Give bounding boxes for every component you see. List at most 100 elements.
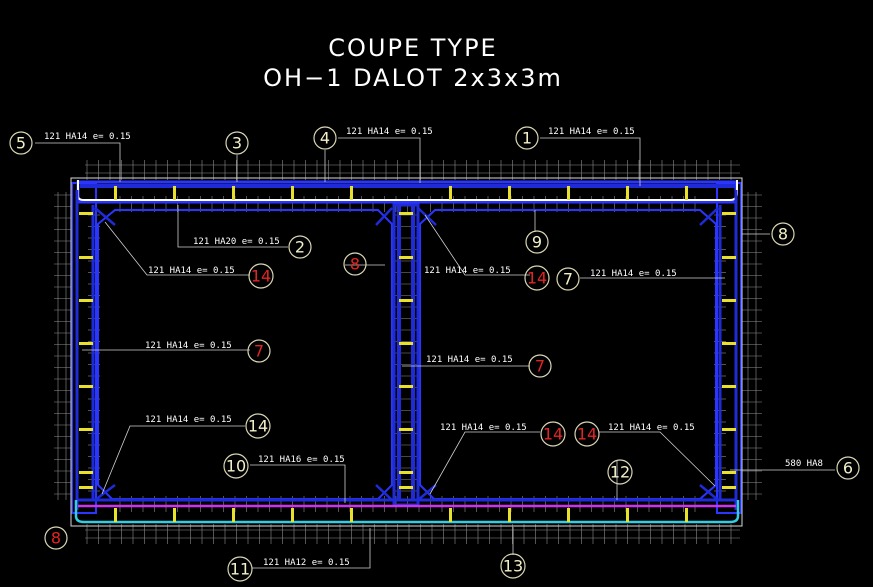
spacer-chair (722, 428, 736, 431)
marker-10: 10 (223, 453, 249, 479)
spacer-chair (79, 256, 93, 259)
spacer-chair (173, 186, 176, 200)
spacer-chair (722, 471, 736, 474)
spacer-chair (79, 486, 93, 489)
label-bar-11: 121 HA12 e= 0.15 (263, 558, 350, 568)
spacer-chair (114, 508, 117, 522)
spacer-chair (173, 508, 176, 522)
marker-14-right-bottom: 14 (540, 421, 566, 447)
spacer-chair (79, 342, 93, 345)
label-bar-14-left-top: 121 HA14 e= 0.15 (148, 266, 235, 276)
spacer-chair (399, 486, 413, 489)
marker-14-right-top: 14 (524, 265, 550, 291)
leader-lines (35, 137, 835, 569)
marker-7-right: 7 (556, 267, 580, 291)
label-bar-14-far-right-bottom: 121 HA14 e= 0.15 (608, 423, 695, 433)
svg-text:7: 7 (563, 270, 573, 289)
label-bar-7-right: 121 HA14 e= 0.15 (590, 269, 677, 279)
spacer-chair (399, 256, 413, 259)
svg-text:12: 12 (610, 463, 630, 482)
svg-text:14: 14 (248, 417, 268, 436)
svg-text:1: 1 (522, 129, 532, 148)
label-bar-4: 121 HA14 e= 0.15 (346, 127, 433, 137)
marker-4: 4 (313, 126, 337, 150)
marker-8-left: 8 (44, 526, 68, 550)
spacer-chair (291, 186, 294, 200)
spacer-chair (626, 508, 629, 522)
bar-annotations: 121 HA14 e= 0.15 121 HA14 e= 0.15 121 HA… (44, 127, 823, 568)
haunch-bars (94, 207, 719, 501)
drawing-title-line2: OH−1 DALOT 2x3x3m (263, 64, 563, 92)
label-bar-5: 121 HA14 e= 0.15 (44, 132, 131, 142)
label-bar-14-left-bottom: 121 HA14 e= 0.15 (145, 415, 232, 425)
spacer-chair (722, 342, 736, 345)
spacer-chair (399, 471, 413, 474)
marker-13: 13 (500, 553, 526, 579)
spacer-chair (350, 508, 353, 522)
marker-1: 1 (515, 126, 539, 150)
label-bar-1: 121 HA14 e= 0.15 (548, 127, 635, 137)
spacer-chair (399, 342, 413, 345)
spacer-chair (399, 385, 413, 388)
marker-7-middle: 7 (528, 354, 552, 378)
drawing-title-line1: COUPE TYPE (328, 34, 497, 62)
spacer-chair (399, 212, 413, 215)
spacer-chair (79, 212, 93, 215)
svg-text:14: 14 (577, 425, 597, 444)
spacer-chair (722, 212, 736, 215)
marker-9: 9 (525, 230, 549, 254)
marker-14-far-right-bottom: 14 (574, 421, 600, 447)
label-bar-7-left: 121 HA14 e= 0.15 (145, 341, 232, 351)
spacer-chair (567, 186, 570, 200)
label-bar-14-right-top: 121 HA14 e= 0.15 (424, 266, 511, 276)
spacer-chair (399, 299, 413, 302)
marker-3: 3 (225, 131, 249, 155)
spacer-chair (114, 186, 117, 200)
spacer-chair (291, 508, 294, 522)
label-bar-6: 580 HA8 (785, 459, 823, 469)
spacer-chair (79, 385, 93, 388)
spacer-chair (722, 256, 736, 259)
svg-text:8: 8 (350, 255, 360, 274)
svg-text:6: 6 (843, 459, 853, 478)
label-bar-10: 121 HA16 e= 0.15 (258, 455, 345, 465)
spacer-chair (685, 508, 688, 522)
marker-8-middle: 8 (343, 252, 367, 276)
spacer-chair (399, 428, 413, 431)
marker-14-left-top: 14 (248, 263, 274, 289)
marker-2: 2 (288, 235, 312, 259)
svg-text:14: 14 (543, 425, 563, 444)
spacer-chair (722, 385, 736, 388)
spacer-chair (685, 186, 688, 200)
culvert-structure (70, 177, 743, 527)
spacer-chair (79, 299, 93, 302)
spacer-chairs (79, 186, 736, 522)
svg-text:13: 13 (503, 557, 523, 576)
spacer-chair (449, 508, 452, 522)
spacer-chair (508, 186, 511, 200)
spacer-chair (232, 186, 235, 200)
position-markers: 5 3 4 1 8 2 9 8 14 14 7 7 7 14 14 14 10 … (9, 126, 860, 582)
label-bar-2: 121 HA20 e= 0.15 (193, 237, 280, 247)
svg-text:7: 7 (254, 342, 264, 361)
marker-11: 11 (227, 556, 253, 582)
spacer-chair (567, 508, 570, 522)
spacer-chair (722, 486, 736, 489)
spacer-chair (626, 186, 629, 200)
svg-text:7: 7 (535, 357, 545, 376)
svg-text:8: 8 (778, 225, 788, 244)
svg-text:3: 3 (232, 134, 242, 153)
spacer-chair (232, 508, 235, 522)
svg-text:4: 4 (320, 129, 330, 148)
marker-12: 12 (607, 459, 633, 485)
svg-text:11: 11 (230, 560, 250, 579)
marker-7-left: 7 (247, 339, 271, 363)
spacer-chair (722, 299, 736, 302)
marker-8-right: 8 (771, 222, 795, 246)
svg-text:14: 14 (251, 267, 271, 286)
svg-text:2: 2 (295, 238, 305, 257)
marker-14-left-bottom: 14 (245, 413, 271, 439)
marker-5: 5 (9, 131, 33, 155)
svg-text:5: 5 (16, 134, 26, 153)
svg-text:8: 8 (51, 529, 61, 548)
